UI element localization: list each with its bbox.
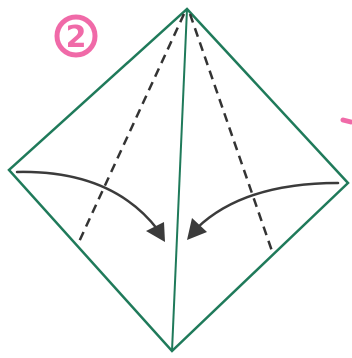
- right-fold-line: [188, 13, 275, 255]
- right-arrowhead-icon: [187, 218, 207, 240]
- right-fold-arrow: [187, 181, 340, 240]
- left-arrow-shaft: [15, 170, 160, 232]
- step-badge-circle: [54, 14, 98, 58]
- left-fold-line: [76, 13, 186, 245]
- left-arrowhead-icon: [146, 222, 165, 242]
- right-arrow-shaft: [195, 181, 340, 230]
- step-number: 2: [66, 20, 87, 55]
- step-badge: 2: [54, 14, 98, 58]
- edge-mark: [340, 117, 352, 125]
- center-crease: [171, 8, 188, 352]
- left-fold-arrow: [15, 170, 165, 242]
